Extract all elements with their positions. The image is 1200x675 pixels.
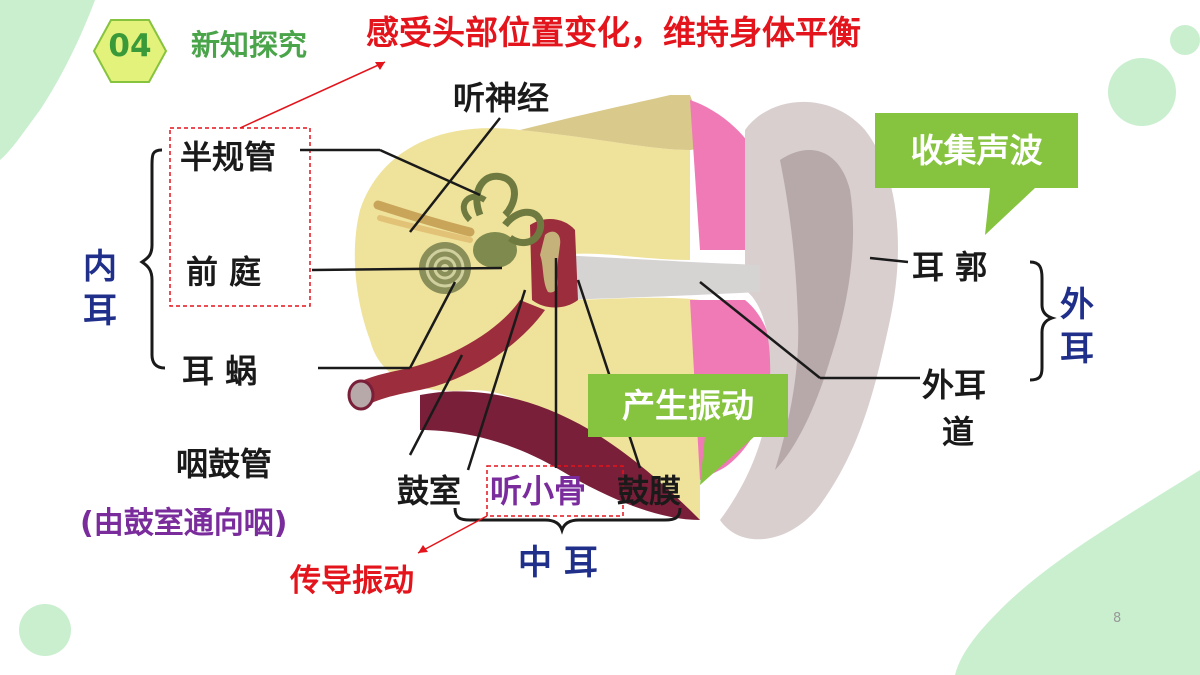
label-ossicles: 听小骨 — [490, 475, 586, 507]
leader-ear-canal — [700, 282, 820, 378]
leader-eustachian — [410, 355, 462, 455]
label-inner-ear: 内 耳 — [83, 245, 117, 333]
outer-ear-bracket — [1030, 262, 1052, 380]
middle-ear-bracket — [455, 508, 680, 530]
leader-nerve — [410, 118, 500, 232]
page-number: 8 — [1113, 612, 1121, 625]
produce-vibration-tail — [700, 436, 755, 485]
section-title: 新知探究 — [191, 31, 307, 60]
leader-pinna — [870, 258, 908, 262]
balance-subtitle: 感受头部位置变化，维持身体平衡 — [366, 16, 861, 49]
callout-collect-sound: 收集声波 — [875, 113, 1078, 188]
label-eardrum: 鼓膜 — [617, 475, 681, 507]
label-auditory-nerve: 听神经 — [453, 82, 549, 114]
label-outer-ear: 外 耳 — [1060, 283, 1094, 371]
label-vestibule: 前 庭 — [186, 256, 261, 288]
conduct-arrow — [418, 516, 487, 553]
label-eustachian-tube: 咽鼓管 — [176, 448, 272, 480]
label-tympanic-cavity: 鼓室 — [397, 475, 461, 507]
label-cochlea: 耳 蜗 — [182, 355, 257, 387]
label-eustachian-note: (由鼓室通向咽) — [80, 509, 287, 539]
label-middle-ear: 中 耳 — [518, 546, 598, 580]
label-conduct-vibration: 传导振动 — [290, 566, 414, 597]
inner-ear-bracket — [142, 150, 165, 368]
label-semicircular-canals: 半规管 — [180, 141, 276, 173]
callout-produce-vibration: 产生振动 — [588, 374, 788, 437]
label-ear-canal-line2: 道 — [942, 416, 974, 448]
label-pinna: 耳 郭 — [912, 251, 987, 283]
collect-sound-tail — [985, 188, 1035, 235]
leader-tympanic — [468, 290, 525, 470]
label-ear-canal-line1: 外耳 — [922, 369, 986, 401]
section-number: 04 — [98, 31, 162, 62]
balance-arrow — [240, 62, 385, 128]
leader-vestibule — [312, 268, 502, 270]
